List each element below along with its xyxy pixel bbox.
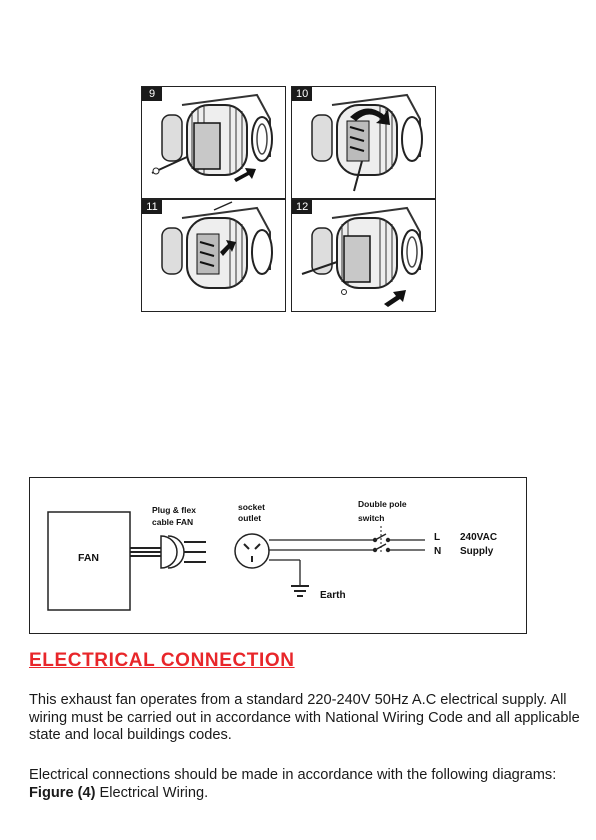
earth-label: Earth <box>320 590 346 601</box>
step-12-photo: 12 <box>291 199 436 312</box>
wiring-paragraph-text: Electrical connections should be made in… <box>29 767 557 783</box>
step-9-photo: 9 <box>141 86 286 199</box>
neutral-label: N <box>434 546 442 557</box>
socket-label-line2: outlet <box>238 513 262 523</box>
switch-label-line1: Double pole <box>358 499 407 509</box>
fan-label: FAN <box>78 552 99 564</box>
socket-label-line1: socket <box>238 502 265 512</box>
wiring-schematic <box>47 511 425 611</box>
wiring-paragraph-suffix: Electrical Wiring. <box>99 784 209 801</box>
fan-unit-illustration <box>301 206 423 307</box>
supply-label: Supply <box>460 546 494 557</box>
line-label: L <box>434 532 441 543</box>
plug-label-line2: cable FAN <box>152 517 194 527</box>
step-number: 9 <box>142 87 162 101</box>
wiring-paragraph: Electrical connections should be made in… <box>29 767 589 802</box>
switch-label-line2: switch <box>358 513 385 523</box>
fan-unit-illustration <box>311 93 423 192</box>
step-11-photo: 11 <box>141 199 286 312</box>
figure-reference: Figure (4) <box>29 784 96 801</box>
step-number: 11 <box>142 200 162 214</box>
section-heading: ELECTRICAL CONNECTION <box>29 650 295 671</box>
voltage-label: 240VAC <box>460 532 498 543</box>
step-10-photo: 10 <box>291 86 436 199</box>
supply-paragraph: This exhaust fan operates from a standar… <box>29 692 580 743</box>
fan-unit-illustration <box>151 93 273 182</box>
wiring-diagram: FAN Plug & flex cable FAN socket outlet … <box>29 477 527 634</box>
fan-unit-illustration <box>161 201 273 289</box>
plug-label-line1: Plug & flex <box>152 505 196 515</box>
step-number: 10 <box>292 87 313 101</box>
step-number: 12 <box>292 200 313 214</box>
